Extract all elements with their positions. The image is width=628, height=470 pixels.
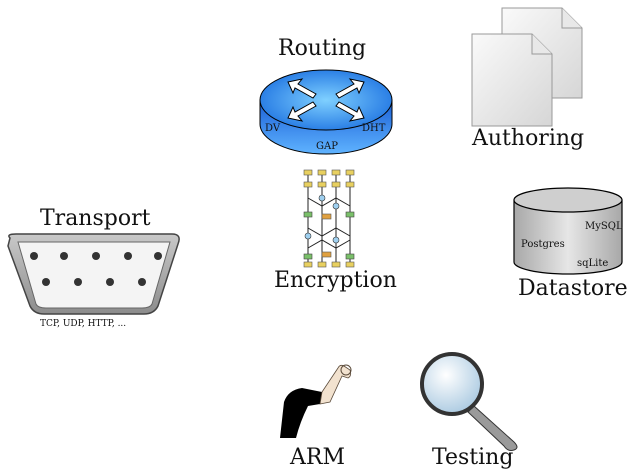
authoring-title: Authoring bbox=[472, 126, 585, 151]
serial-connector-icon bbox=[7, 233, 180, 315]
circuit-icon bbox=[303, 169, 355, 268]
routing-label-dv: DV bbox=[265, 123, 281, 134]
routing-label-gap: GAP bbox=[316, 141, 338, 152]
router-icon bbox=[259, 69, 393, 155]
transport-caption: TCP, UDP, HTTP, ... bbox=[40, 319, 127, 329]
transport-title: Transport bbox=[40, 206, 151, 231]
routing-title: Routing bbox=[278, 36, 367, 61]
datastore-label-sqlite: sqLite bbox=[577, 258, 609, 269]
routing-label-dht: DHT bbox=[362, 123, 386, 134]
database-cylinder-icon bbox=[513, 187, 623, 275]
testing-title: Testing bbox=[432, 445, 514, 470]
datastore-label-mysql: MySQL bbox=[585, 221, 623, 232]
documents-icon bbox=[471, 7, 583, 127]
magnifier-icon bbox=[420, 352, 518, 451]
datastore-label-postgres: Postgres bbox=[521, 239, 565, 250]
arm-title: ARM bbox=[290, 445, 345, 470]
arm-icon bbox=[280, 364, 352, 438]
encryption-title: Encryption bbox=[274, 268, 397, 293]
datastore-title: Datastore bbox=[518, 276, 628, 301]
